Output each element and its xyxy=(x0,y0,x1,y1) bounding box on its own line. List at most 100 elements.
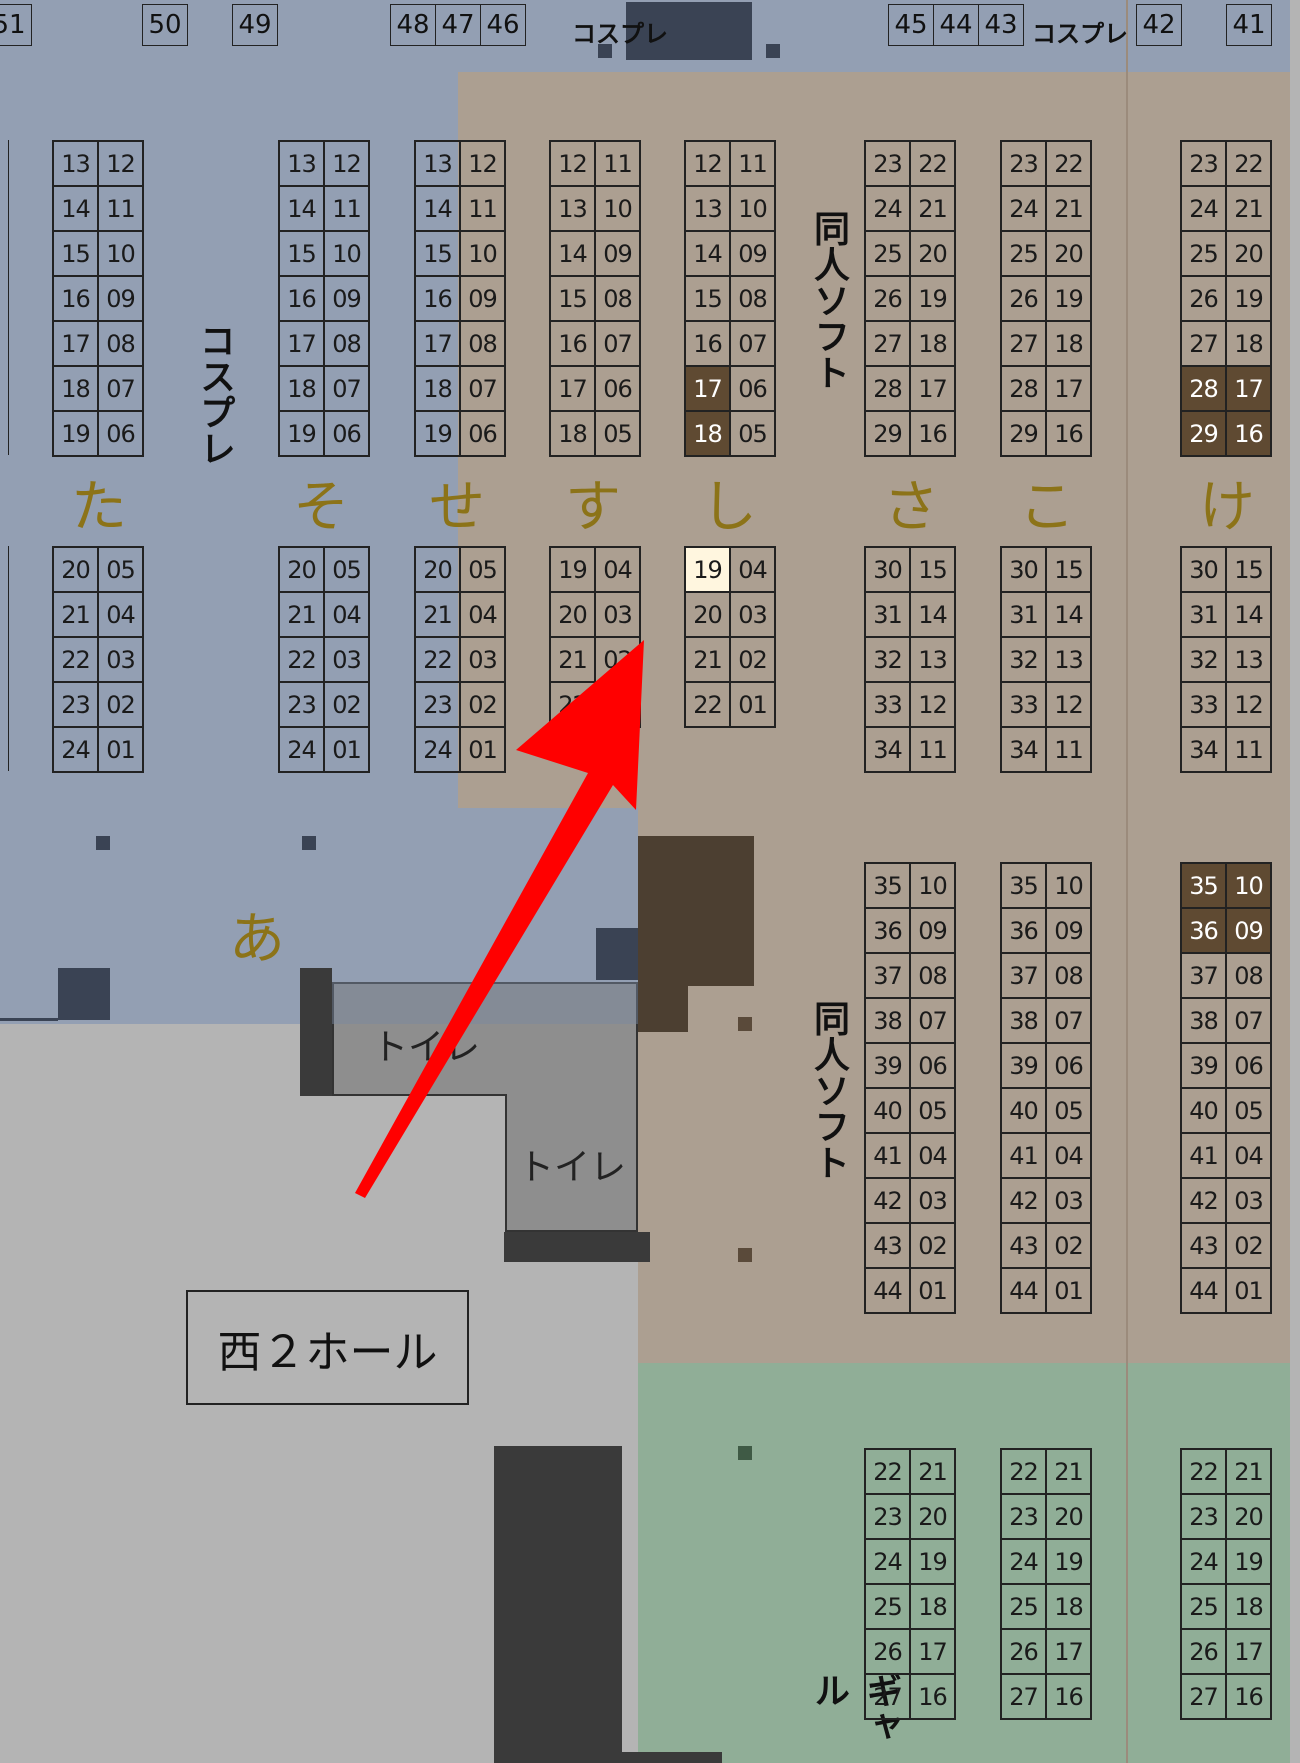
booth-cell[interactable]: 35 xyxy=(1181,863,1226,908)
booth-cell[interactable]: 23 xyxy=(1181,141,1226,186)
booth-cell[interactable]: 25 xyxy=(1181,231,1226,276)
booth-cell[interactable]: 28 xyxy=(1181,366,1226,411)
booth-cell[interactable]: 20 xyxy=(1226,1494,1271,1539)
booth-cell[interactable]: 13 xyxy=(550,186,595,231)
booth-cell[interactable]: 15 xyxy=(53,231,98,276)
booth-cell[interactable]: 37 xyxy=(1001,953,1046,998)
booth-cell[interactable]: 21 xyxy=(1226,186,1271,231)
booth-cell[interactable]: 06 xyxy=(910,1043,955,1088)
booth-cell[interactable]: 21 xyxy=(53,592,98,637)
booth-cell[interactable]: 32 xyxy=(1181,637,1226,682)
booth-cell[interactable]: 07 xyxy=(730,321,775,366)
booth-cell[interactable]: 10 xyxy=(595,186,640,231)
booth-cell[interactable]: 24 xyxy=(1001,1539,1046,1584)
booth-cell[interactable]: 33 xyxy=(865,682,910,727)
booth-cell[interactable]: 18 xyxy=(1046,321,1091,366)
booth-cell[interactable]: 13 xyxy=(910,637,955,682)
booth-cell[interactable]: 18 xyxy=(910,1584,955,1629)
booth-cell[interactable]: 37 xyxy=(865,953,910,998)
booth-cell[interactable]: 01 xyxy=(1226,1268,1271,1313)
booth-cell[interactable]: 23 xyxy=(865,1494,910,1539)
booth-cell[interactable]: 08 xyxy=(595,276,640,321)
booth-cell[interactable]: 03 xyxy=(910,1178,955,1223)
booth-cell[interactable]: 13 xyxy=(1226,637,1271,682)
booth-cell[interactable]: 17 xyxy=(550,366,595,411)
booth-cell[interactable]: 02 xyxy=(324,682,369,727)
booth-cell[interactable]: 04 xyxy=(595,547,640,592)
booth-cell[interactable]: 18 xyxy=(1226,1584,1271,1629)
booth-cell[interactable]: 38 xyxy=(1181,998,1226,1043)
booth-cell[interactable]: 18 xyxy=(685,411,730,456)
booth-cell[interactable]: 03 xyxy=(1226,1178,1271,1223)
booth-cell[interactable]: 05 xyxy=(595,411,640,456)
booth-cell[interactable]: 01 xyxy=(324,727,369,772)
booth-cell[interactable]: 11 xyxy=(460,186,505,231)
booth-cell[interactable]: 24 xyxy=(1001,186,1046,231)
booth-cell[interactable]: 19 xyxy=(279,411,324,456)
booth-cell[interactable]: 41 xyxy=(1181,1133,1226,1178)
booth-cell[interactable]: 29 xyxy=(1001,411,1046,456)
booth-cell[interactable]: 01 xyxy=(460,727,505,772)
booth-cell[interactable]: 05 xyxy=(1226,1088,1271,1133)
booth-cell[interactable]: 15 xyxy=(279,231,324,276)
booth-cell[interactable]: 27 xyxy=(1001,1674,1046,1719)
booth-cell[interactable]: 24 xyxy=(865,186,910,231)
booth-cell[interactable]: 27 xyxy=(1181,321,1226,366)
booth-cell[interactable]: 04 xyxy=(98,592,143,637)
booth-cell[interactable]: 22 xyxy=(1001,1449,1046,1494)
booth-cell[interactable]: 32 xyxy=(1001,637,1046,682)
booth-cell[interactable]: 16 xyxy=(1226,411,1271,456)
booth-cell[interactable]: 21 xyxy=(685,637,730,682)
booth-cell[interactable]: 24 xyxy=(279,727,324,772)
booth-cell[interactable]: 06 xyxy=(98,411,143,456)
booth-cell[interactable]: 17 xyxy=(1226,366,1271,411)
booth-cell[interactable]: 12 xyxy=(98,141,143,186)
booth-cell[interactable]: 05 xyxy=(1046,1088,1091,1133)
booth-cell[interactable]: 02 xyxy=(460,682,505,727)
booth-cell[interactable]: 09 xyxy=(910,908,955,953)
booth-cell[interactable]: 16 xyxy=(910,411,955,456)
booth-cell[interactable]: 18 xyxy=(910,321,955,366)
booth-cell[interactable]: 18 xyxy=(415,366,460,411)
booth-cell[interactable]: 16 xyxy=(1226,1674,1271,1719)
booth-cell[interactable]: 14 xyxy=(415,186,460,231)
booth-cell[interactable]: 22 xyxy=(415,637,460,682)
booth-cell[interactable]: 15 xyxy=(415,231,460,276)
booth-cell[interactable]: 10 xyxy=(324,231,369,276)
booth-cell[interactable]: 26 xyxy=(1001,1629,1046,1674)
booth-cell[interactable]: 17 xyxy=(415,321,460,366)
booth-cell[interactable]: 24 xyxy=(1181,186,1226,231)
booth-cell[interactable]: 14 xyxy=(1046,592,1091,637)
booth-cell[interactable]: 01 xyxy=(910,1268,955,1313)
booth-cell[interactable]: 01 xyxy=(730,682,775,727)
booth-cell[interactable]: 06 xyxy=(1046,1043,1091,1088)
booth-cell[interactable]: 06 xyxy=(1226,1043,1271,1088)
booth-cell[interactable]: 07 xyxy=(910,998,955,1043)
booth-cell[interactable]: 39 xyxy=(1001,1043,1046,1088)
booth-cell[interactable]: 19 xyxy=(1226,1539,1271,1584)
booth-cell[interactable]: 42 xyxy=(1001,1178,1046,1223)
booth-cell[interactable]: 17 xyxy=(1046,1629,1091,1674)
booth-cell[interactable]: 15 xyxy=(1046,547,1091,592)
booth-cell[interactable]: 30 xyxy=(1181,547,1226,592)
booth-cell[interactable]: 41 xyxy=(1001,1133,1046,1178)
booth-cell[interactable]: 43 xyxy=(865,1223,910,1268)
booth-cell[interactable]: 12 xyxy=(1046,682,1091,727)
booth-cell[interactable]: 11 xyxy=(98,186,143,231)
booth-cell[interactable]: 08 xyxy=(460,321,505,366)
booth-cell[interactable]: 07 xyxy=(1226,998,1271,1043)
booth-cell[interactable]: 19 xyxy=(415,411,460,456)
booth-cell[interactable]: 20 xyxy=(685,592,730,637)
booth-cell[interactable]: 44 xyxy=(1181,1268,1226,1313)
booth-cell[interactable]: 02 xyxy=(1226,1223,1271,1268)
booth-cell[interactable]: 31 xyxy=(1181,592,1226,637)
booth-cell[interactable]: 07 xyxy=(98,366,143,411)
booth-cell[interactable]: 03 xyxy=(595,592,640,637)
booth-cell[interactable]: 22 xyxy=(685,682,730,727)
booth-cell[interactable]: 11 xyxy=(1226,727,1271,772)
booth-cell[interactable]: 21 xyxy=(550,637,595,682)
booth-cell[interactable]: 02 xyxy=(730,637,775,682)
booth-cell[interactable]: 16 xyxy=(550,321,595,366)
booth-cell[interactable]: 03 xyxy=(460,637,505,682)
booth-cell[interactable]: 20 xyxy=(415,547,460,592)
